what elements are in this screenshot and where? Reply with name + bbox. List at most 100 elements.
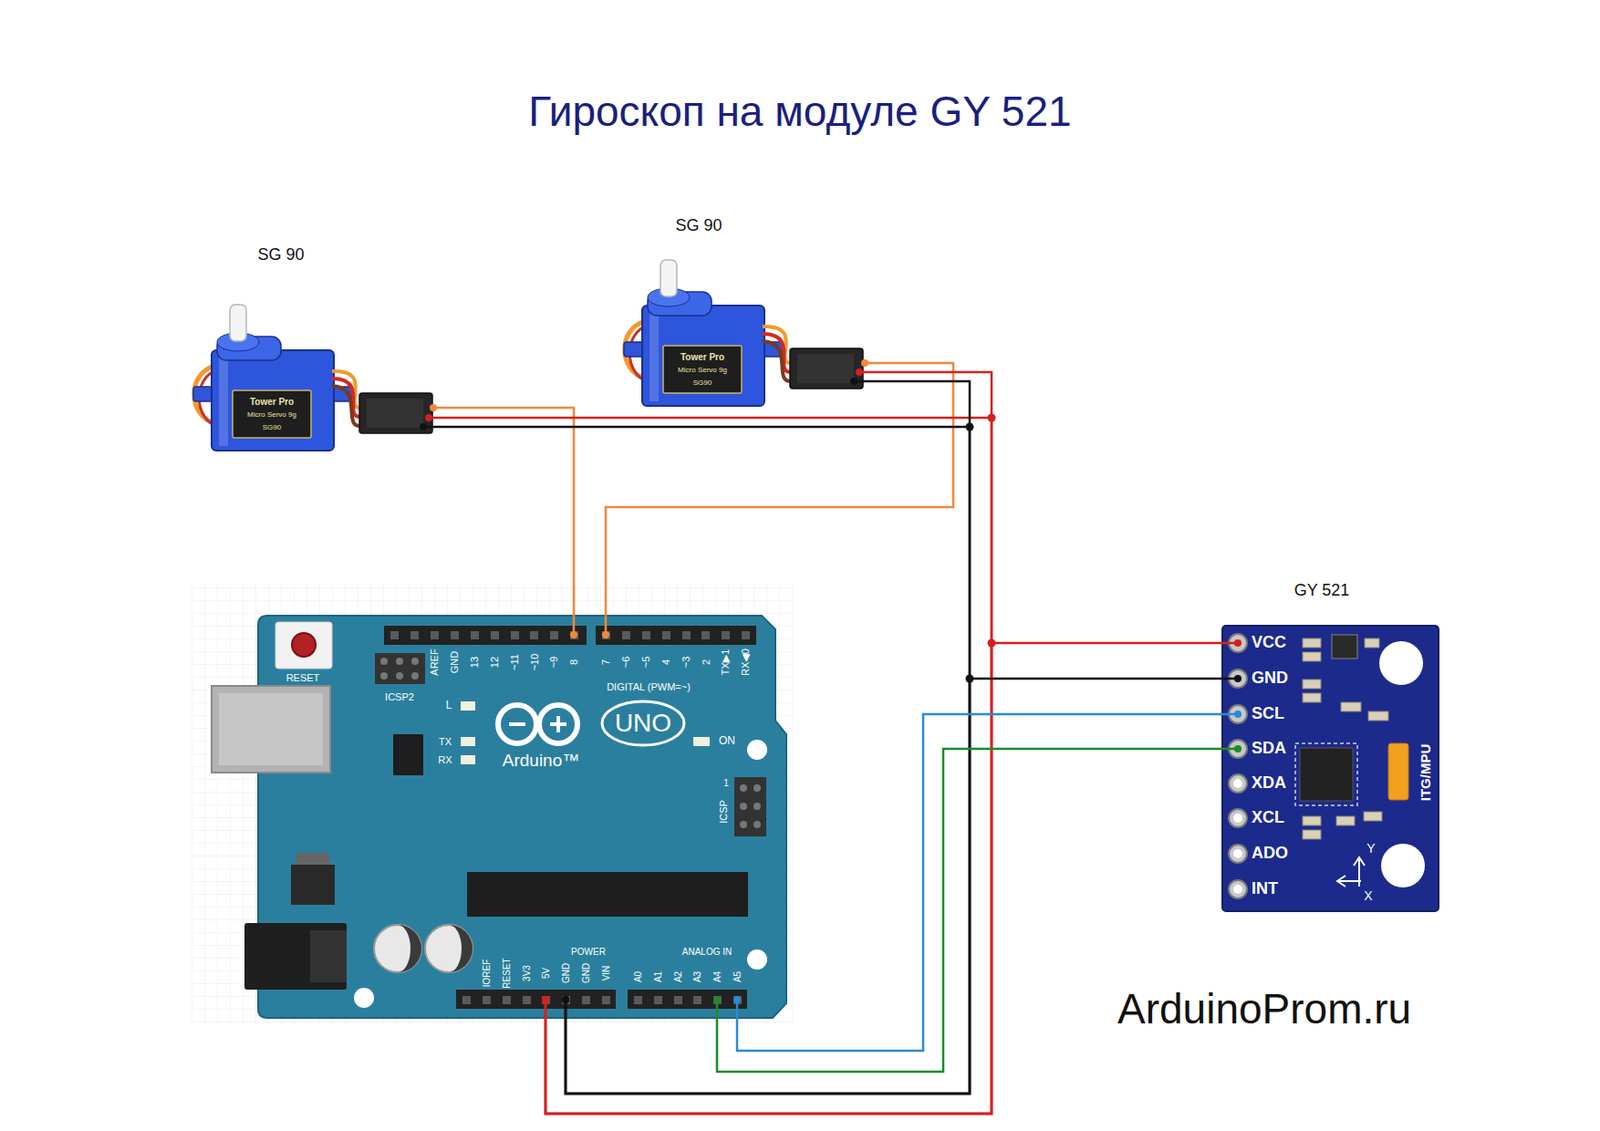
gy521-illustration (1228, 880, 1247, 899)
board-text: Micro Servo 9g (247, 411, 297, 420)
arduino-illustration (290, 864, 335, 905)
gy521-illustration (1364, 638, 1380, 648)
pin-label: GND (561, 963, 572, 984)
pin-dot (1234, 639, 1242, 647)
gy521-illustration (1340, 702, 1362, 712)
board-text: Tower Pro (680, 352, 725, 363)
arduino-illustration (602, 996, 611, 1005)
pin-label: ~6 (620, 656, 632, 669)
arduino-illustration (310, 930, 347, 983)
gy521-illustration (1302, 634, 1389, 840)
arduino-illustration (395, 657, 404, 665)
gy521-illustration (1388, 743, 1409, 800)
arduino-illustration (627, 989, 748, 1009)
arduino-illustration (662, 631, 671, 640)
arduino-illustration (522, 996, 531, 1005)
gy521-illustration (1379, 641, 1424, 686)
arduino-illustration (739, 784, 761, 829)
board-model: UNO (614, 709, 672, 738)
pin-label: AREF (428, 648, 440, 676)
arduino-illustration (539, 705, 578, 744)
arduino-illustration (430, 631, 439, 640)
gy521-illustration (1339, 880, 1362, 883)
gy521-illustration (1233, 813, 1243, 823)
pin-label: 4 (660, 659, 672, 665)
arduino-illustration (622, 631, 631, 640)
arduino-illustration (561, 996, 571, 1005)
board-text: POWER (571, 946, 606, 957)
arduino-illustration (291, 633, 316, 657)
pin-dot (855, 368, 863, 376)
part-label: SG 90 (257, 246, 304, 265)
arduino-illustration (482, 996, 491, 1005)
pin-dot (561, 996, 570, 1004)
board-text: ITG/MPU (1418, 744, 1434, 802)
gy521-illustration (1337, 875, 1346, 887)
arduino-illustration (570, 631, 579, 640)
board-text: Micro Servo 9g (677, 366, 728, 375)
board-text: SG90 (262, 424, 281, 433)
gy521-illustration (1233, 884, 1243, 894)
pin-dot (425, 414, 433, 422)
arduino-illustration (602, 631, 611, 640)
pin-dot (713, 996, 721, 1004)
pin-label: ~5 (640, 656, 652, 669)
gy521-illustration (1302, 679, 1321, 689)
pin-label: 7 (600, 659, 612, 665)
arduino-illustration (490, 631, 499, 640)
arduino-illustration (380, 657, 388, 665)
sensor-module: GY 521VCCGNDSCLSDAXDAXCLADOINTITG/MPUYX (1218, 574, 1443, 915)
pin-dot (850, 377, 858, 385)
pin-label: RESET (500, 957, 511, 988)
pin-label: A2 (672, 971, 683, 983)
pin-dot (541, 996, 550, 1004)
arduino-illustration (397, 924, 422, 973)
gy521-illustration (1299, 748, 1353, 801)
board-text: ICSP2 (384, 691, 415, 703)
pin-label: 8 (568, 659, 580, 665)
board-text: L (446, 699, 453, 712)
arduino-illustration (393, 734, 424, 776)
gy521-illustration (1233, 849, 1243, 859)
wire (545, 643, 1238, 1114)
pin-label: 12 (488, 656, 500, 668)
pin-label: A0 (633, 971, 644, 983)
wire (545, 372, 992, 1114)
diagram-title: Гироскоп на модуле GY 521 (0, 85, 1600, 137)
gy521-illustration (1228, 774, 1247, 793)
arduino-illustration (211, 685, 331, 773)
arduino-illustration (467, 872, 749, 917)
arduino-illustration (674, 996, 683, 1005)
board-text: 1 (723, 778, 729, 789)
gy521-illustration (1353, 857, 1365, 866)
gy521-illustration (1222, 625, 1439, 912)
pin-label: A4 (712, 971, 723, 983)
arduino-illustration (739, 802, 748, 811)
board-brand: Arduino™ (502, 751, 581, 771)
gy521-illustration (1233, 779, 1243, 894)
arduino-illustration (258, 615, 787, 1019)
axis-label: X (1363, 889, 1372, 904)
arduino-illustration (410, 631, 419, 640)
arduino-illustration (602, 701, 685, 746)
pin-dot (561, 996, 570, 1004)
wire (423, 426, 970, 1094)
pin-dot (1234, 745, 1242, 753)
pin-label: ~3 (680, 656, 692, 669)
servo-module: SG 90Tower ProMicro Servo 9gSG90 (623, 209, 873, 397)
arduino-illustration (460, 737, 476, 747)
pin-label: GND (1251, 669, 1289, 688)
arduino-illustration (701, 631, 710, 640)
arduino-illustration (747, 739, 768, 760)
arduino-illustration (218, 693, 323, 766)
pin-label: XDA (1251, 774, 1287, 793)
pin-dot (1234, 675, 1242, 683)
pin-dot (602, 631, 610, 639)
gy521-illustration (1337, 857, 1365, 887)
arduino-illustration (450, 631, 459, 640)
pin-dot (1234, 710, 1242, 718)
pin-label: 2 (699, 659, 711, 665)
arduino-illustration (191, 583, 794, 1026)
